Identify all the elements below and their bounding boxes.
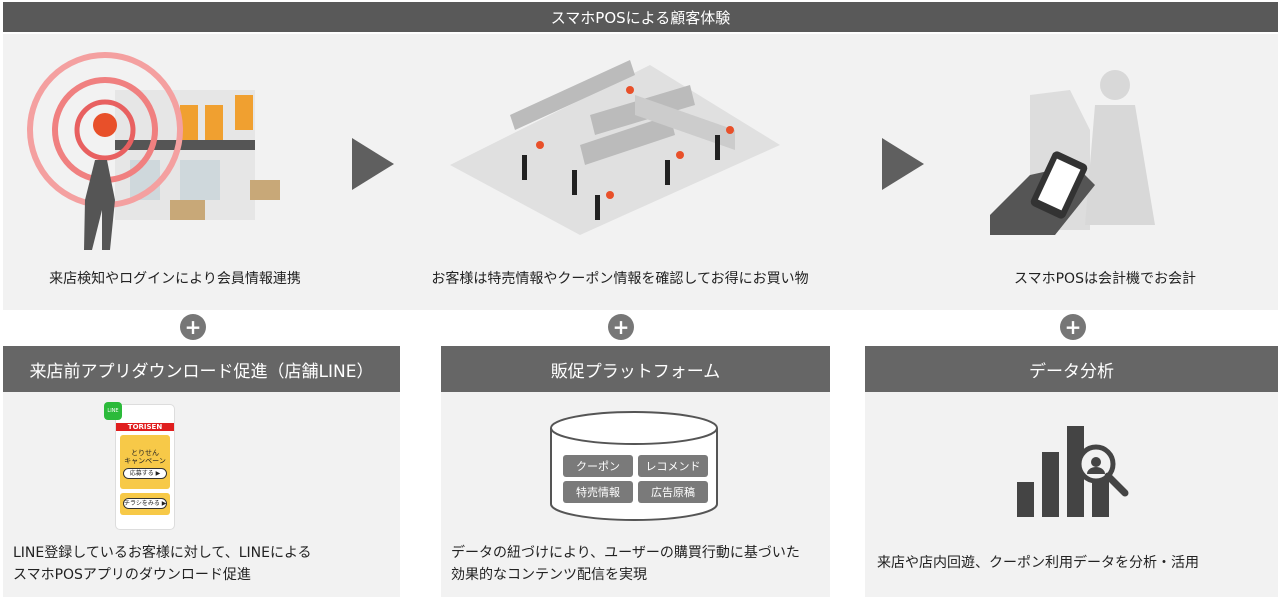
db-item-recommend: レコメンド — [638, 455, 708, 477]
flyer-button[interactable]: チラシをみる ▶ — [123, 498, 167, 509]
description-line: LINE登録しているお客様に対して、LINEによる — [13, 545, 312, 561]
apply-button[interactable]: 応募する ▶ — [123, 468, 167, 479]
db-item-sale-info: 特売情報 — [563, 481, 633, 503]
panel-line-promotion: TORISEN とりせん キャンペーン 応募する ▶ チラシをみる ▶ LINE… — [3, 392, 400, 597]
step-caption: スマホPOSは会計機でお会計 — [1014, 271, 1196, 287]
campaign-card: とりせん キャンペーン 応募する ▶ — [120, 435, 170, 489]
description-line: 来店や店内回遊、クーポン利用データを分析・活用 — [877, 555, 1199, 571]
campaign-text: とりせん キャンペーン — [124, 449, 166, 465]
plus-icon: + — [608, 314, 634, 340]
flyer-card: チラシをみる ▶ — [120, 493, 170, 515]
description-line: データの紐づけにより、ユーザーの購買行動に基づいた — [451, 545, 800, 561]
plus-icon: + — [1060, 314, 1086, 340]
panel-description: データの紐づけにより、ユーザーの購買行動に基づいた 効果的なコンテンツ配信を実現 — [451, 542, 800, 586]
plus-icon: + — [180, 314, 206, 340]
panel-description: LINE登録しているお客様に対して、LINEによる スマホPOSアプリのダウンロ… — [13, 542, 312, 586]
db-item-coupon: クーポン — [563, 455, 633, 477]
description-line: 効果的なコンテンツ配信を実現 — [451, 567, 647, 583]
store-beacon-illustration — [27, 52, 280, 250]
panel-description: 来店や店内回遊、クーポン利用データを分析・活用 — [877, 552, 1199, 574]
description-line: スマホPOSアプリのダウンロード促進 — [13, 567, 251, 583]
arrow-right-icon — [882, 138, 924, 190]
section-header-data-analysis: データ分析 — [865, 346, 1278, 392]
panel-data-analysis: 来店や店内回遊、クーポン利用データを分析・活用 — [865, 392, 1278, 597]
section-header-line-promotion: 来店前アプリダウンロード促進（店舗LINE） — [3, 346, 400, 392]
page-title: スマホPOSによる顧客体験 — [3, 2, 1278, 32]
phone-mockup: TORISEN とりせん キャンペーン 応募する ▶ チラシをみる ▶ — [115, 404, 175, 530]
line-app-icon: LINE — [104, 402, 122, 420]
arrow-right-icon — [352, 138, 394, 190]
brand-banner: TORISEN — [116, 423, 174, 431]
step-caption: 来店検知やログインにより会員情報連携 — [49, 271, 301, 287]
bar-chart-magnifier-icon — [1017, 426, 1129, 517]
panel-promo-platform: クーポン レコメンド 特売情報 広告原稿 データの紐づけにより、ユーザーの購買行… — [441, 392, 830, 597]
store-floor-illustration — [450, 60, 780, 235]
db-item-ad-manuscript: 広告原稿 — [638, 481, 708, 503]
section-header-promo-platform: 販促プラットフォーム — [441, 346, 830, 392]
checkout-illustration — [990, 70, 1155, 235]
step-caption: お客様は特売情報やクーポン情報を確認してお得にお買い物 — [431, 271, 809, 287]
